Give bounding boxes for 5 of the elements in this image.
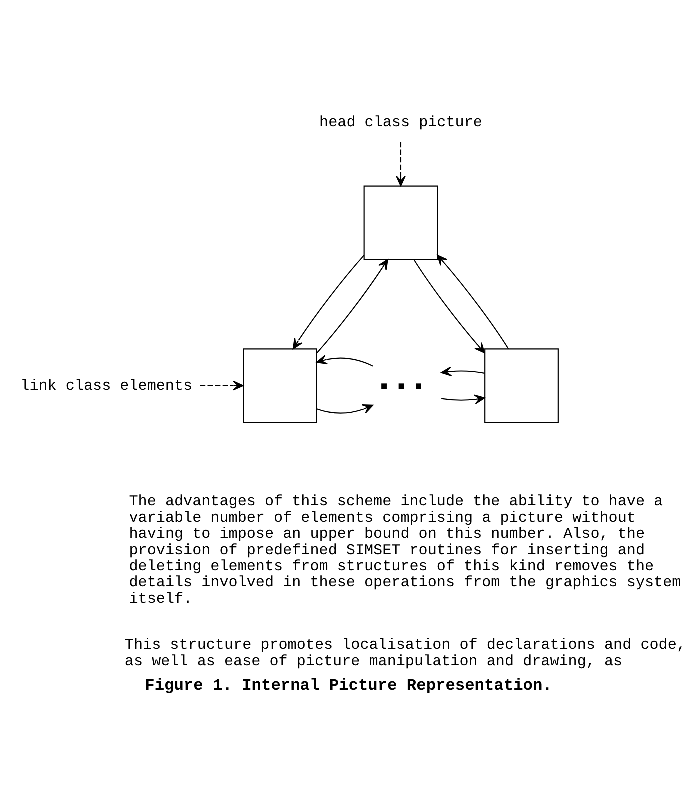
node-text: link class elements [20,376,192,395]
label: The advantages of this scheme include the ability to have a variable number of elements comprising a picture without having to impose an upper bound on this number. Also, the provision of predefined SIMSET routines for inserting and deleting elements from structures of this kind removes the details involved in these operations from the graphics system itself. [128,492,681,608]
node-text: head class picture [319,114,482,132]
label: This structure promotes localisation of declarations and code, as well as ease of picture manipulation and drawing, as [124,636,686,670]
caption: Figure 1. Internal Picture Representation. [144,676,552,695]
